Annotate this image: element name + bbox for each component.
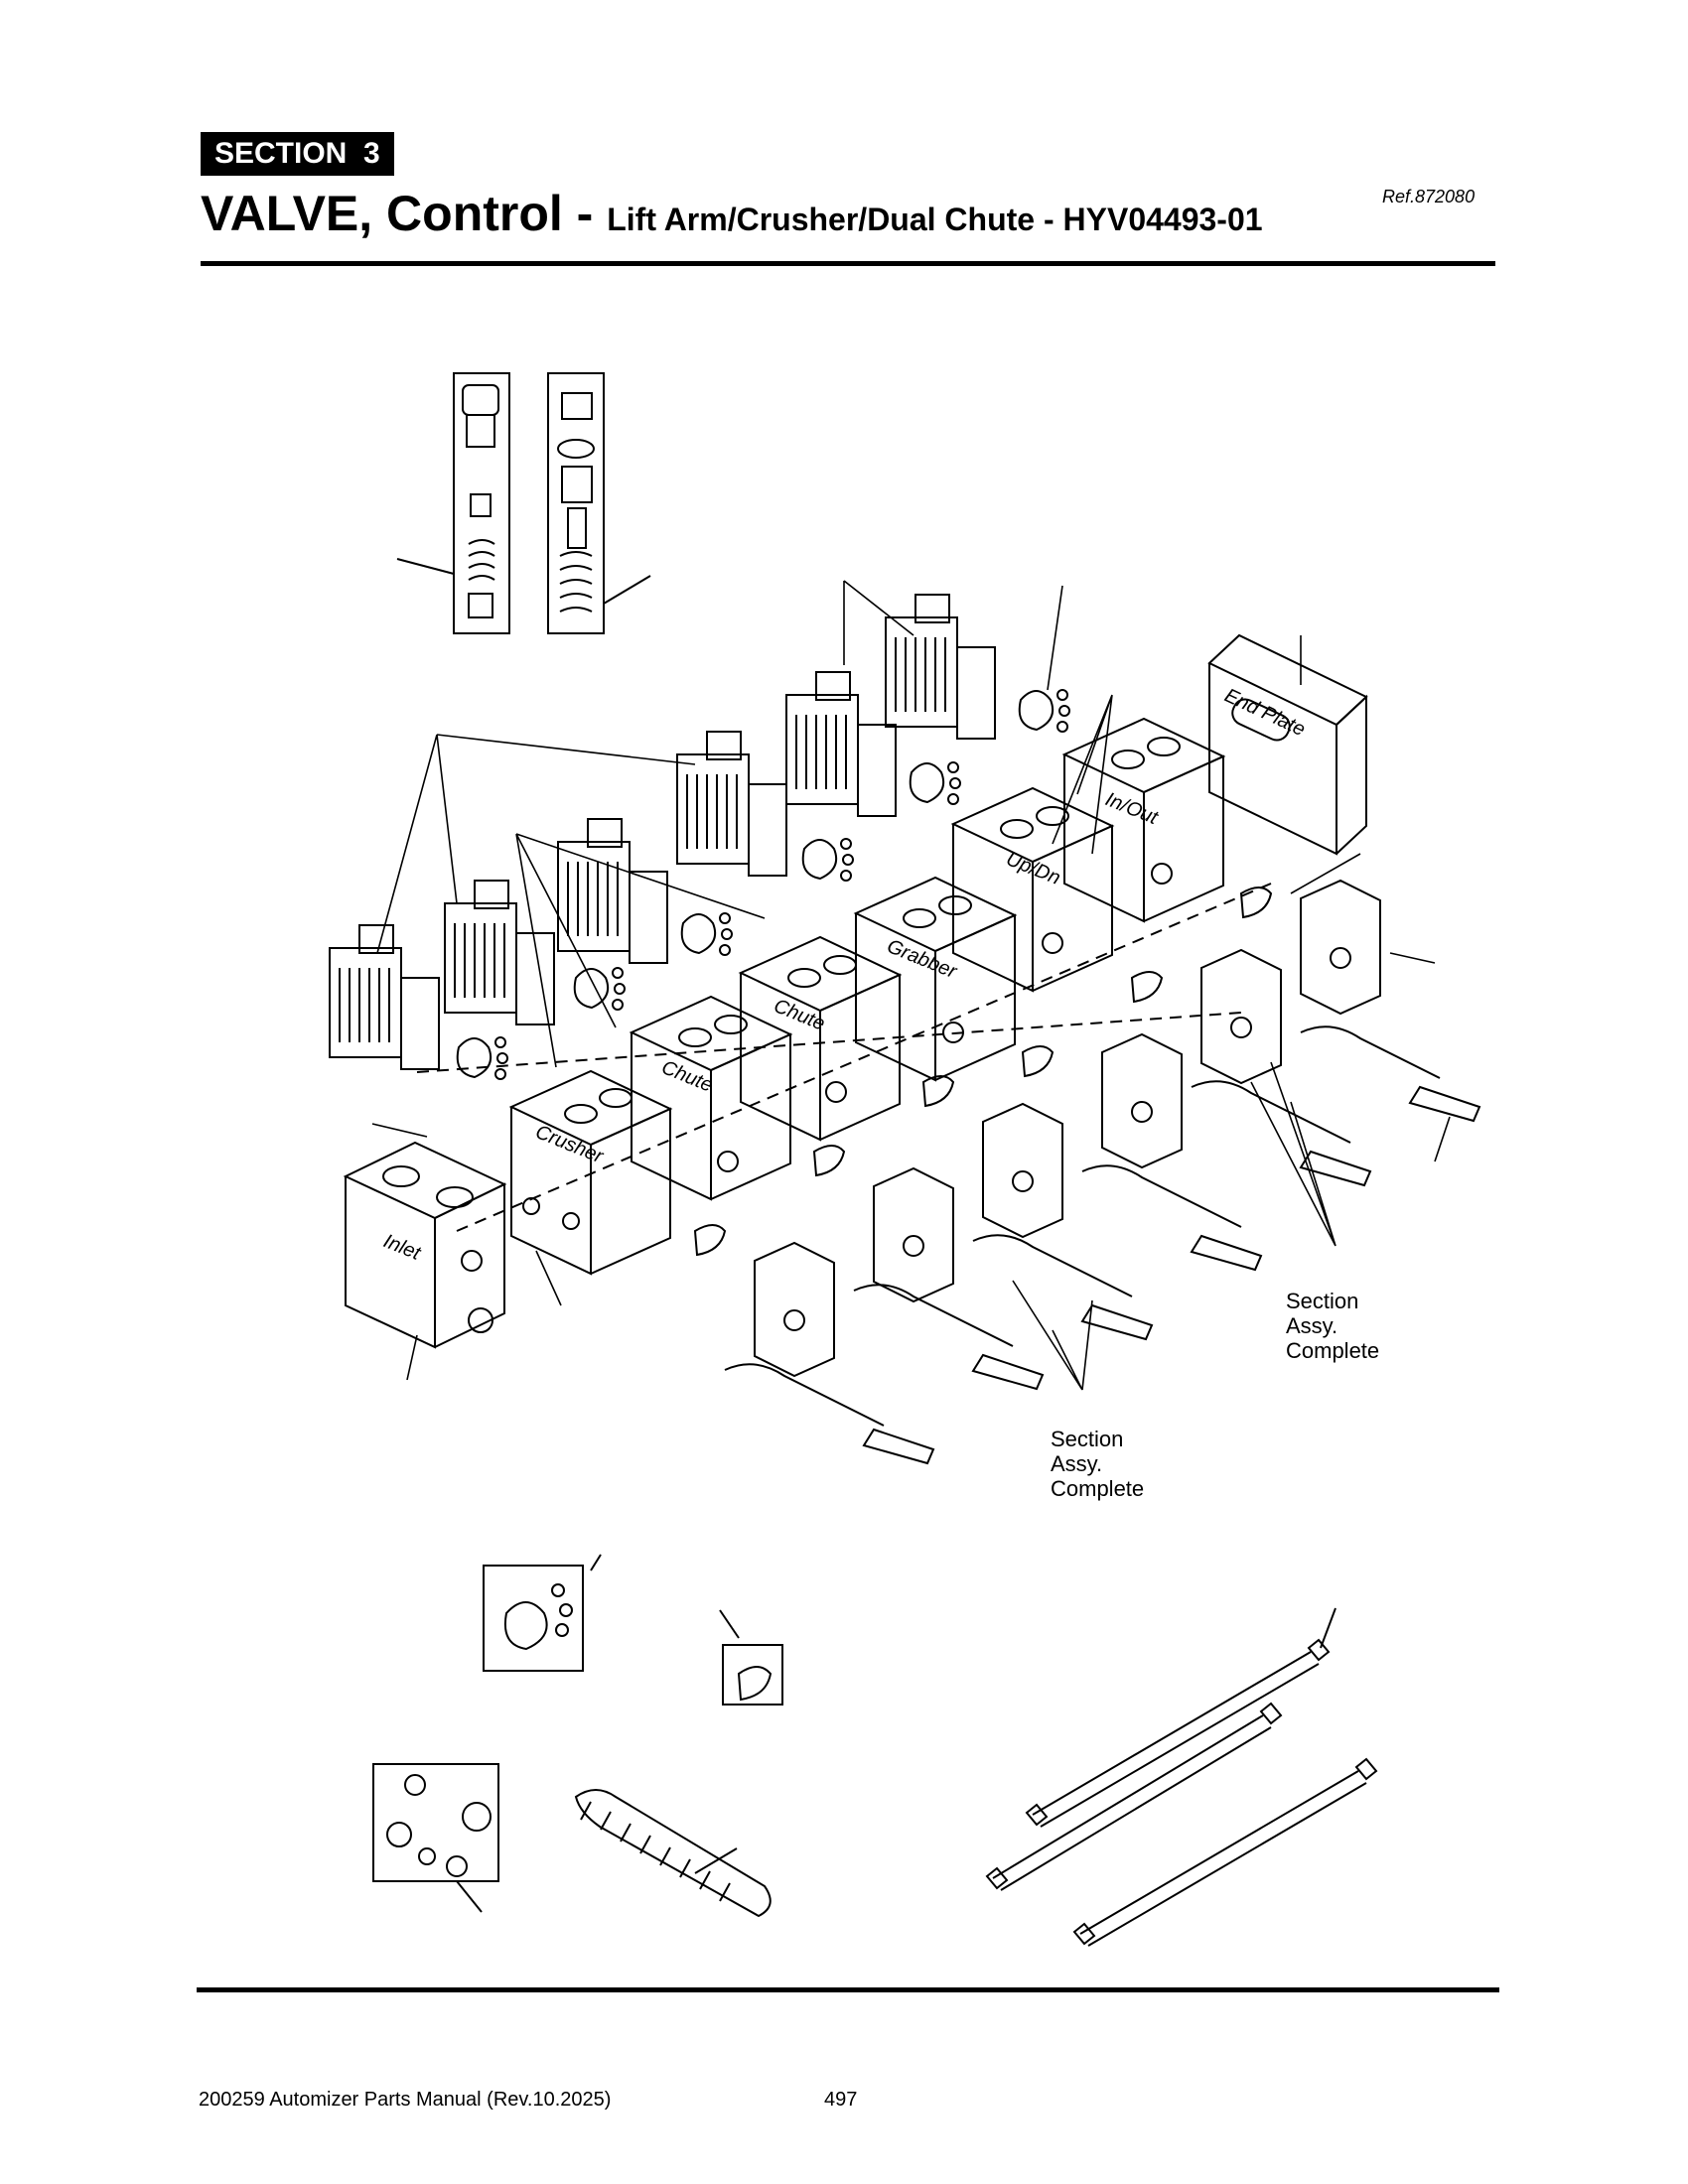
chute-1-label: Chute [658, 1056, 716, 1096]
in-out-label: In/Out [1102, 788, 1162, 829]
callout-line: Section [1286, 1289, 1359, 1313]
callout-section-assy-bottom: Section Assy. Complete [1051, 1427, 1144, 1501]
lever-assembly [724, 1241, 935, 1465]
valve-block-up-dn: Up/Dn [950, 786, 1115, 993]
page-number: 497 [824, 2089, 858, 2111]
callout-line: Complete [1051, 1476, 1145, 1501]
seal-kit [801, 838, 854, 882]
header-rule [201, 261, 1495, 266]
solenoid-coil [329, 924, 440, 1070]
solenoid-coil [557, 818, 668, 964]
seal-shape [693, 887, 1273, 1257]
seal-kit [680, 912, 733, 956]
footer-manual-title: 200259 Automizer Parts Manual (Rev.10.20… [199, 2089, 612, 2111]
crusher-label: Crusher [532, 1121, 607, 1168]
lever-assembly [1081, 1032, 1263, 1272]
valve-block-in-out: In/Out [1061, 717, 1226, 923]
inset-seal-kit-box [483, 1554, 602, 1672]
detail-box-check-valve [547, 372, 651, 634]
lever-assembly [853, 1166, 1045, 1391]
tie-rods [985, 1607, 1378, 1947]
detail-box-relief-valve [396, 372, 510, 634]
lever-assembly [972, 1102, 1154, 1341]
footer-rule [197, 1987, 1499, 1992]
valve-block-crusher: Crusher [508, 1069, 673, 1276]
solenoid-coil [785, 671, 897, 817]
spool-part [574, 1789, 772, 1918]
lever-assembly [1300, 879, 1481, 1123]
seal-kit [1018, 689, 1070, 733]
callout-line: Assy. [1051, 1451, 1103, 1476]
section-badge: SECTION 3 [201, 132, 394, 176]
inset-gasket-plate-box [372, 1763, 499, 1913]
lever-assembly [1191, 948, 1372, 1187]
callout-line: Complete [1286, 1338, 1380, 1363]
callout-line: Section [1051, 1427, 1124, 1451]
inset-seal-box [719, 1609, 783, 1706]
callout-section-assy-right: Section Assy. Complete [1286, 1289, 1379, 1363]
assembly-centerline [416, 1012, 1242, 1073]
reference-number: Ref.872080 [1382, 187, 1476, 206]
leader-lines [371, 580, 1451, 1391]
end-plate: End Plate [1207, 633, 1368, 856]
title-subtitle: Lift Arm/Crusher/Dual Chute - HYV04493-0… [607, 202, 1263, 237]
title-main: VALVE, Control - [201, 186, 608, 241]
solenoid-coil [444, 880, 555, 1025]
solenoid-coil [885, 594, 996, 740]
assembly-centerline [456, 883, 1272, 1232]
callout-line: Assy. [1286, 1313, 1338, 1338]
page-title: VALVE, Control - Lift Arm/Crusher/Dual C… [201, 185, 1263, 242]
inlet-label: Inlet [380, 1230, 425, 1265]
valve-block-chute-1: Chute [629, 995, 793, 1201]
seal-kit [573, 967, 626, 1011]
valve-block-inlet: Inlet [343, 1141, 507, 1349]
seal-kit [909, 761, 961, 805]
seal-kit [456, 1036, 508, 1080]
end-plate-label: End Plate [1221, 685, 1309, 742]
solenoid-coil [676, 731, 787, 877]
